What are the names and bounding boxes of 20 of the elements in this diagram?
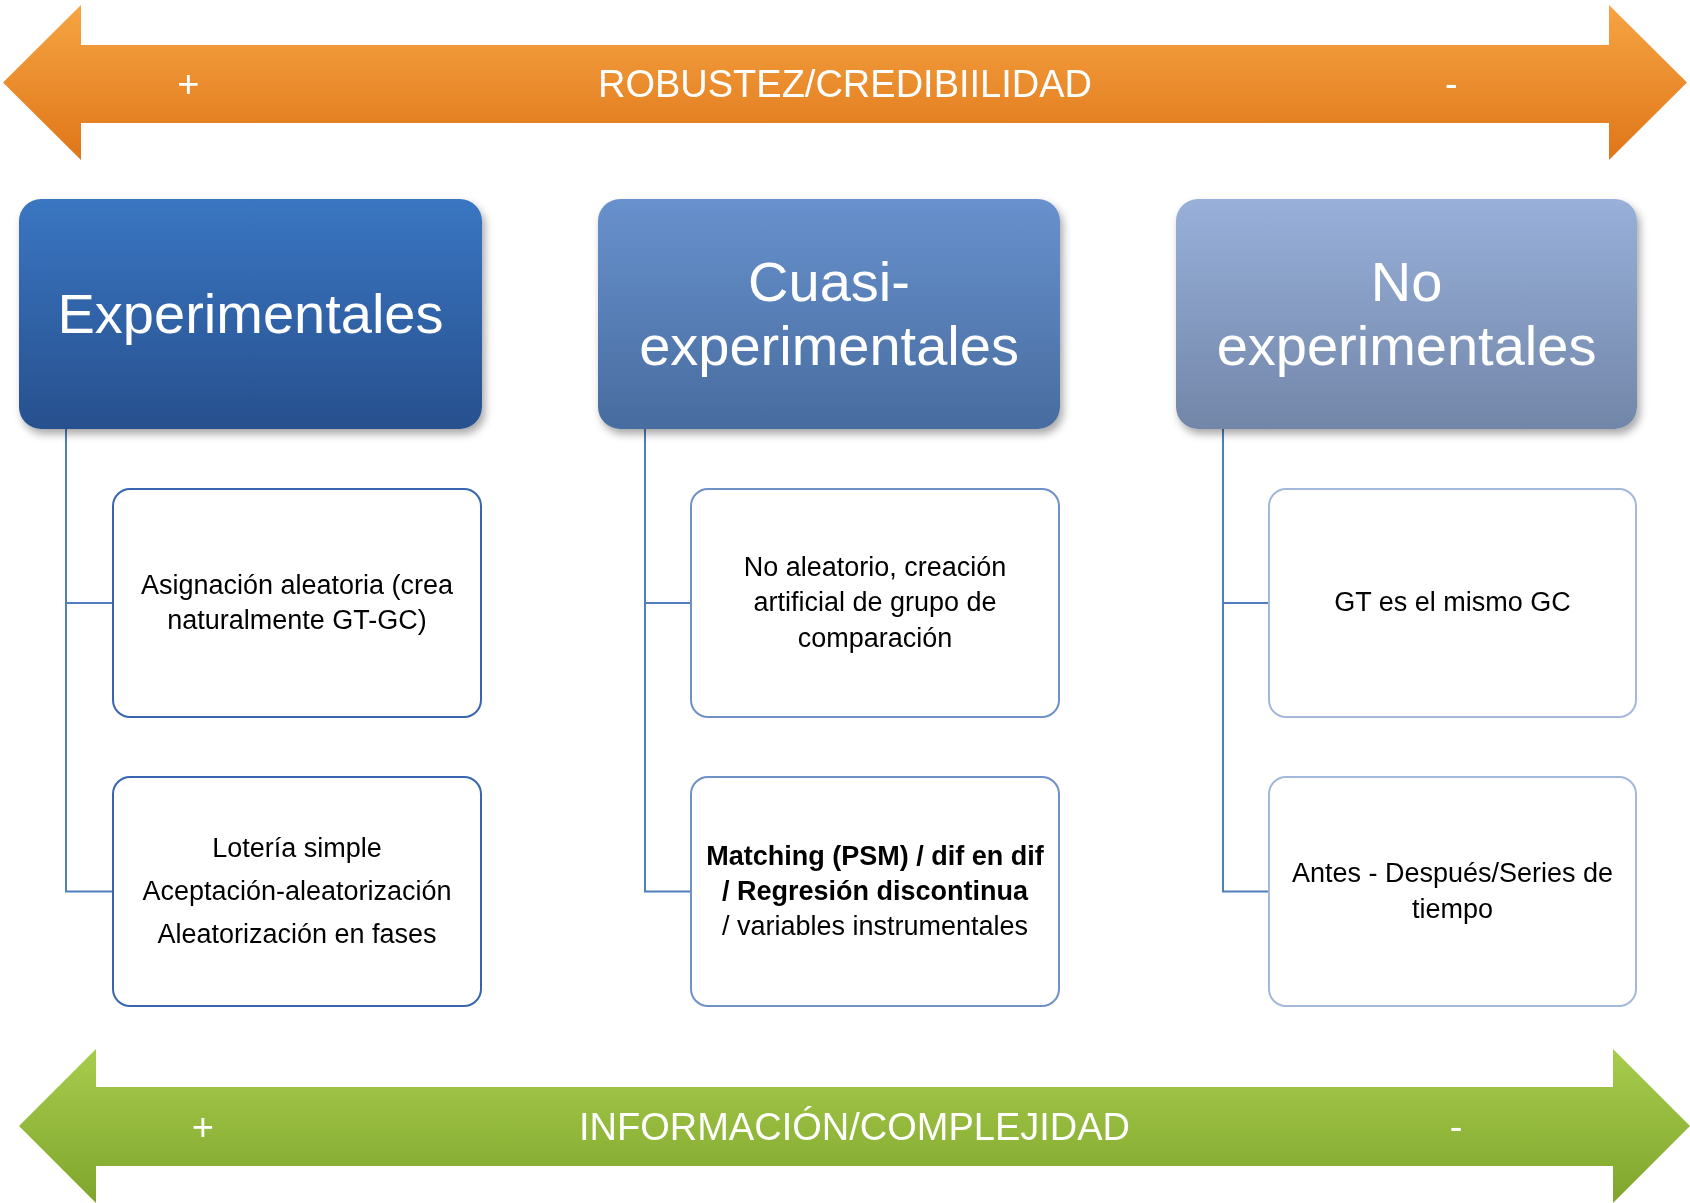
band-label: INFORMACIÓN/COMPLEJIDAD: [579, 1105, 1130, 1148]
method-text: Aleatorización en fases: [157, 918, 437, 952]
method-text: Aceptación-aleatorización: [142, 874, 452, 908]
method-box: Matching (PSM) / dif en dif / Regresión discontinua / variables instrumentales: [690, 776, 1060, 1007]
method-box: [112, 776, 482, 1007]
category-header: Experimentales: [19, 199, 482, 429]
category-header: Cuasi-experimentales: [598, 199, 1060, 429]
band-label: ROBUSTEZ/CREDIBIILIDAD: [597, 62, 1093, 106]
sign-label: +: [191, 1105, 214, 1148]
category-header: No experimentales: [1176, 199, 1637, 429]
sign-label: +: [177, 62, 200, 106]
method-box: No aleatorio, creación artificial de grupo de comparación: [690, 488, 1060, 718]
method-text: Lotería simple: [212, 831, 382, 865]
double-arrow-band: [3, 5, 1687, 160]
sign-label: -: [1449, 1105, 1463, 1148]
method-box: Asignación aleatoria (crea naturalmente GT-GC): [112, 488, 482, 718]
method-box: GT es el mismo GC: [1268, 488, 1637, 718]
method-box: Antes - Después/Series de tiempo: [1268, 776, 1637, 1007]
sign-label: -: [1444, 62, 1458, 106]
double-arrow-band: [19, 1049, 1690, 1203]
